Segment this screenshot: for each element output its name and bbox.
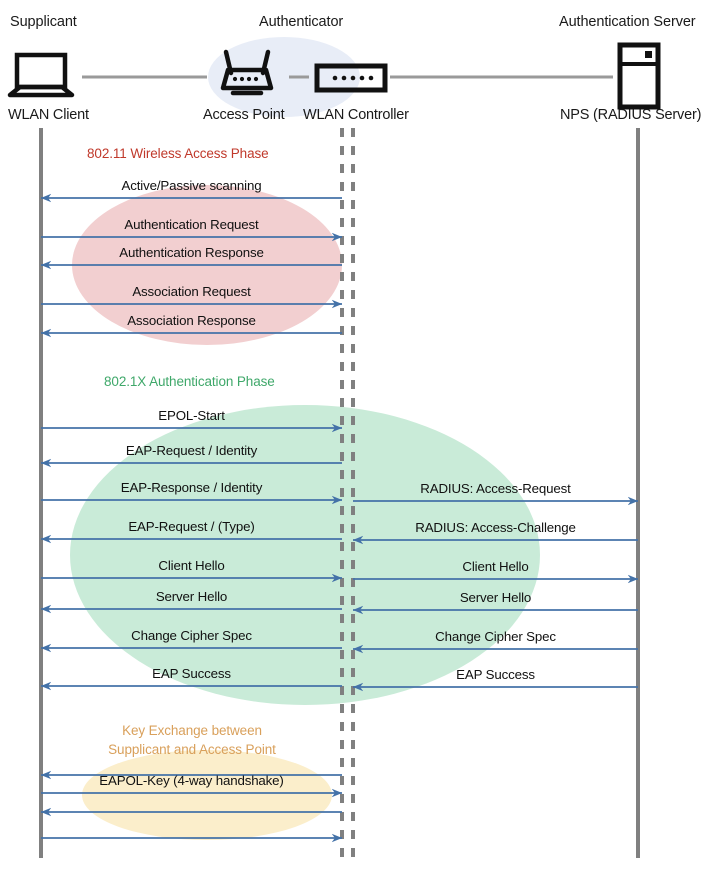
message-label: EAP-Request / Identity <box>125 443 258 458</box>
message-label: Authentication Request <box>124 217 259 232</box>
message-label: Client Hello <box>462 559 529 574</box>
message-label: EAP Success <box>152 666 231 681</box>
message-label: EAP-Request / (Type) <box>128 519 255 534</box>
message-label: Server Hello <box>155 589 228 604</box>
message-label: Active/Passive scanning <box>121 178 262 193</box>
phase-title-key-exchange: Key Exchange between Supplicant and Acce… <box>92 721 292 759</box>
message-label: EAP Success <box>456 667 535 682</box>
role-label-authentication-server: Authentication Server <box>559 14 696 30</box>
message-label: EPOL-Start <box>158 408 225 423</box>
message-label: Change Cipher Spec <box>435 629 556 644</box>
device-label-nps-radius-server: NPS (RADIUS Server) <box>560 107 702 123</box>
phase-8021x-ellipse <box>70 405 540 705</box>
message-label: Association Response <box>127 313 256 328</box>
device-label-access-point: Access Point <box>203 107 285 123</box>
message-label: RADIUS: Access-Request <box>420 481 571 496</box>
device-label-wlan-controller: WLAN Controller <box>303 107 409 123</box>
message-label: Change Cipher Spec <box>131 628 252 643</box>
message-label: Client Hello <box>158 558 225 573</box>
wlan-controller-icon <box>314 63 388 93</box>
message-label: Authentication Response <box>119 245 264 260</box>
access-point-icon <box>220 49 274 96</box>
phase-title-80211: 802.11 Wireless Access Phase <box>87 146 269 161</box>
role-label-authenticator: Authenticator <box>259 14 344 30</box>
role-label-supplicant: Supplicant <box>10 14 77 30</box>
phase-title-key-exchange-line2: Supplicant and Access Point <box>108 742 276 757</box>
device-label-wlan-client: WLAN Client <box>8 107 89 123</box>
server-icon <box>617 42 661 110</box>
phase-title-8021x: 802.1X Authentication Phase <box>104 374 275 389</box>
phase-title-key-exchange-line1: Key Exchange between <box>122 723 262 738</box>
message-label: Server Hello <box>459 590 532 605</box>
message-arrows-left <box>40 193 343 843</box>
message-label: EAP-Response / Identity <box>120 480 263 495</box>
laptop-icon <box>7 52 75 98</box>
message-arrows-right <box>352 496 639 692</box>
message-label: Association Request <box>132 284 251 299</box>
message-label: EAPOL-Key (4-way handshake) <box>99 773 284 788</box>
authenticator-halo <box>208 37 360 117</box>
phase-key-exchange-ellipse <box>82 750 332 840</box>
message-label: RADIUS: Access-Challenge <box>415 520 576 535</box>
